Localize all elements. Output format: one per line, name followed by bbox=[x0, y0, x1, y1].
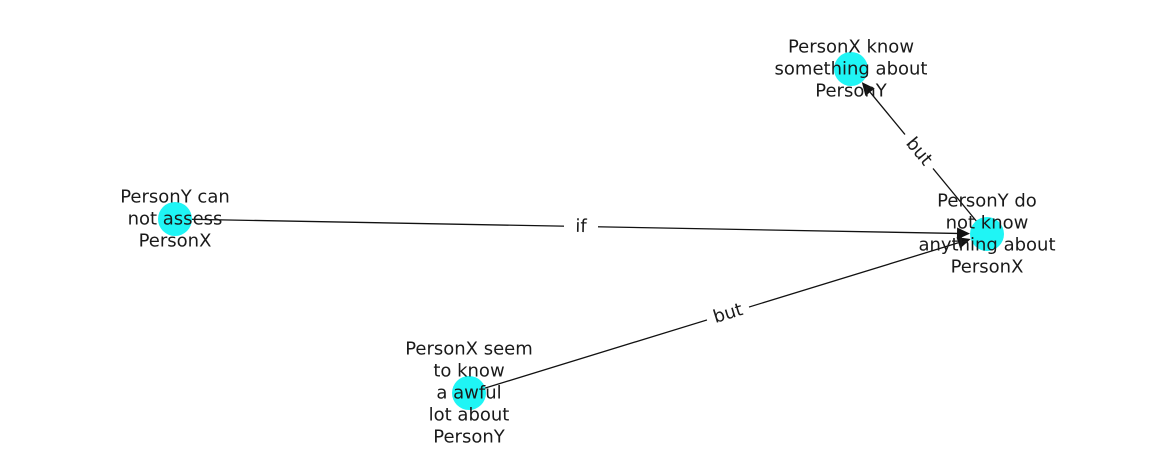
node-label-line: anything about bbox=[918, 235, 1055, 256]
node-label-line: PersonY do bbox=[937, 191, 1037, 212]
edge-label-e2: if bbox=[575, 216, 587, 237]
node-circle-n1[interactable] bbox=[834, 52, 868, 86]
edge-labels-layer: but if but bbox=[563, 126, 944, 333]
node-label-line: PersonY bbox=[433, 427, 505, 448]
node-label-line: not assess bbox=[128, 209, 223, 230]
edge-arrowhead-e2 bbox=[956, 227, 971, 240]
node-label-line: PersonX bbox=[951, 257, 1024, 278]
edge-label-background bbox=[563, 213, 599, 240]
edge-arrowhead-e3 bbox=[956, 237, 971, 249]
node-label-line: not know bbox=[946, 213, 1029, 234]
node-label-line: PersonY can bbox=[120, 187, 230, 208]
node-label-line: PersonY bbox=[815, 81, 887, 102]
edge-arrowhead-e1 bbox=[861, 82, 875, 96]
node-label-line: something about bbox=[775, 59, 928, 80]
node-label-line: PersonX seem bbox=[405, 339, 533, 360]
edge-label-e3: but bbox=[711, 299, 746, 328]
edge-label-background bbox=[703, 294, 753, 333]
node-label-line: lot about bbox=[429, 405, 510, 426]
node-label-line: PersonX bbox=[139, 231, 212, 252]
node-circle-n4[interactable] bbox=[452, 376, 486, 410]
edge-label-group-e3: but bbox=[703, 294, 753, 333]
edge-label-group-e1: but bbox=[894, 126, 944, 177]
node-label-line: PersonX know bbox=[788, 37, 914, 58]
nodes-layer bbox=[158, 52, 1004, 410]
node-circle-n2[interactable] bbox=[158, 202, 192, 236]
node-circle-n3[interactable] bbox=[970, 217, 1004, 251]
edge-label-group-e2: if bbox=[563, 213, 599, 240]
node-label-line: to know bbox=[433, 361, 504, 382]
edge-label-background bbox=[894, 126, 944, 177]
node-label-line: a awful bbox=[436, 383, 501, 404]
